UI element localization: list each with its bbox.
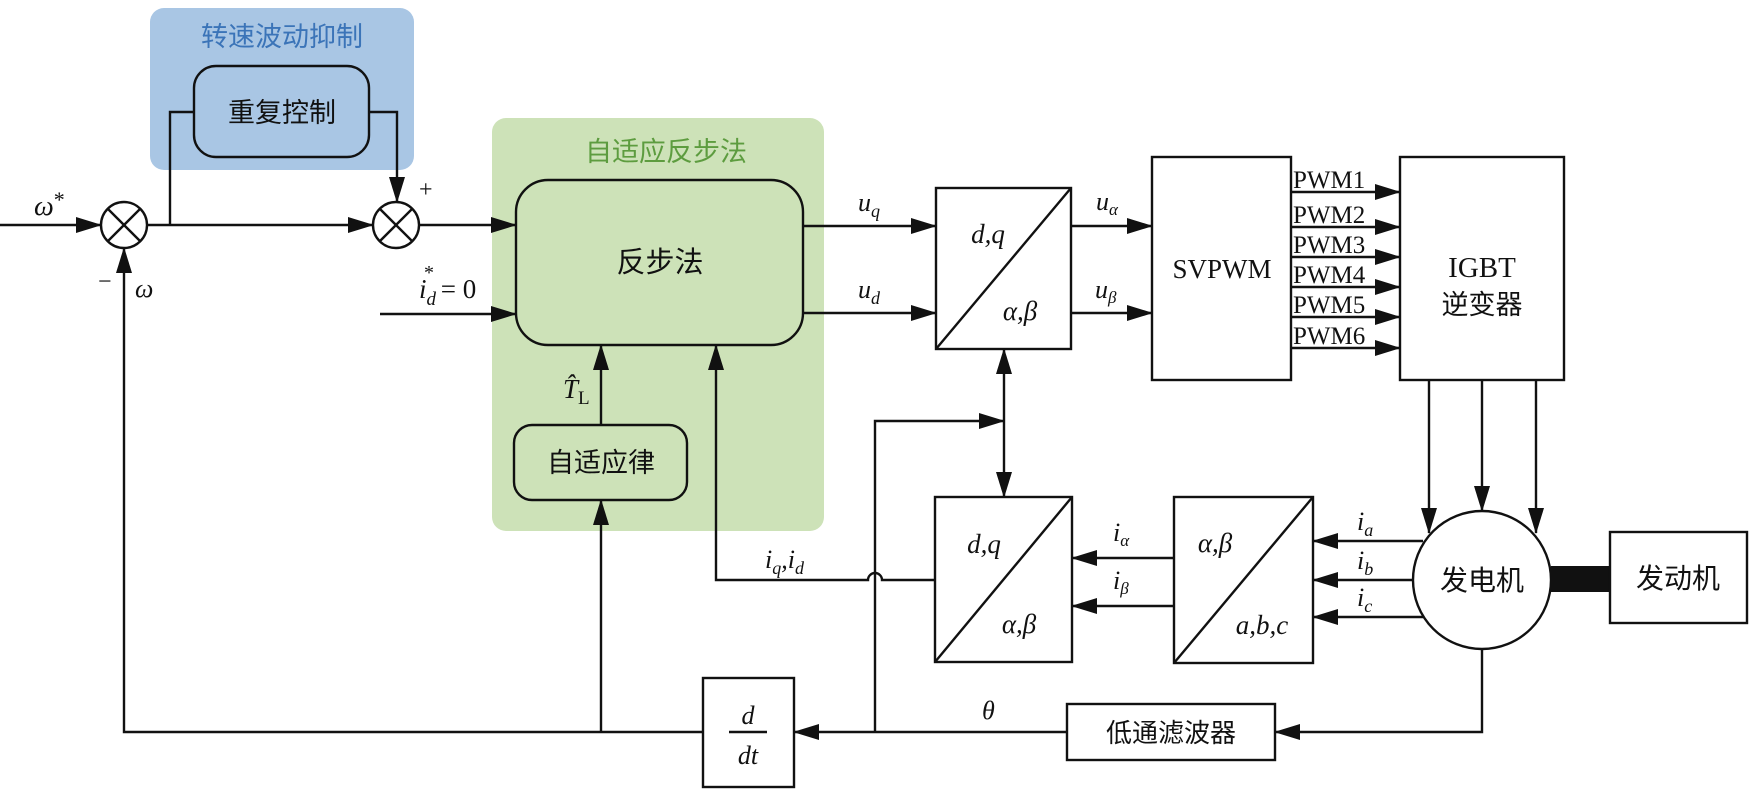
rc-output-line: [369, 110, 405, 203]
derivative-denominator: dt: [738, 741, 759, 770]
theta-label: θ: [982, 696, 995, 725]
id-ref-label: id* = 0: [419, 262, 476, 310]
pwm-label: PWM2: [1293, 202, 1365, 229]
summing-junction-compensation: [371, 200, 421, 250]
clarke-upper-label: α,β: [1198, 528, 1233, 558]
tl-hat-label: T̂L: [563, 374, 590, 409]
park-top-upper-label: d,q: [971, 219, 1005, 249]
ibeta-label: iβ: [1113, 566, 1129, 598]
park-transform-block[interactable]: [934, 186, 1073, 351]
clarke-transform-block[interactable]: [1172, 495, 1315, 665]
rc-input-line: [168, 110, 194, 225]
ialpha-label: iα: [1113, 518, 1130, 550]
engine-label: 发动机: [1636, 562, 1720, 595]
iqid-feedback-line: [708, 344, 935, 582]
clarke-lower-label: a,b,c: [1236, 610, 1289, 640]
iqid-label: iq,id: [765, 545, 805, 578]
minus-sign: −: [98, 269, 112, 295]
shaft-coupling: [1551, 566, 1611, 592]
park-bottom-upper-label: d,q: [967, 529, 1001, 559]
svpwm-block[interactable]: [1150, 155, 1293, 382]
repetitive-control-label: 重复控制: [228, 98, 336, 129]
ubeta-label: uβ: [1095, 275, 1117, 307]
generator-to-lpf-line: [1274, 649, 1484, 740]
park-bottom-lower-label: α,β: [1002, 609, 1037, 639]
pwm-label: PWM5: [1293, 292, 1365, 319]
pwm-label: PWM6: [1293, 323, 1365, 350]
pwm-label: PWM3: [1293, 232, 1365, 259]
derivative-numerator: d: [742, 701, 756, 730]
adaptive-backstepping-group-title: 自适应反步法: [585, 137, 747, 168]
ualpha-label: uα: [1096, 187, 1119, 219]
ud-label: ud: [858, 275, 881, 308]
backstepping-block[interactable]: [514, 178, 805, 347]
inverter-label: 逆变器: [1442, 290, 1523, 321]
plus-sign: +: [419, 177, 433, 203]
igbt-label: IGBT: [1448, 252, 1516, 284]
omega-feedback-line: [116, 247, 703, 734]
pwm-label: PWM4: [1293, 262, 1366, 289]
summing-junction-speed: [99, 200, 149, 250]
engine-block[interactable]: [1608, 530, 1749, 625]
svpwm-label: SVPWM: [1172, 254, 1271, 284]
adaptive-law-label: 自适应律: [547, 448, 655, 479]
ic-label: ic: [1357, 583, 1372, 616]
omega-ref-label: ω*: [34, 187, 65, 222]
lpf-label: 低通滤波器: [1106, 719, 1236, 749]
generator-label: 发电机: [1440, 564, 1524, 597]
ia-label: ia: [1357, 507, 1373, 540]
theta-branch-line: [873, 413, 1005, 732]
pwm-label: PWM1: [1293, 167, 1365, 194]
omega-label: ω: [135, 274, 153, 303]
inverse-park-transform-block[interactable]: [933, 495, 1074, 664]
backstepping-label: 反步法: [616, 245, 703, 279]
ib-label: ib: [1357, 546, 1373, 579]
speed-ripple-group-title: 转速波动抑制: [201, 22, 363, 53]
park-top-lower-label: α,β: [1003, 296, 1038, 326]
uq-label: uq: [858, 188, 880, 221]
